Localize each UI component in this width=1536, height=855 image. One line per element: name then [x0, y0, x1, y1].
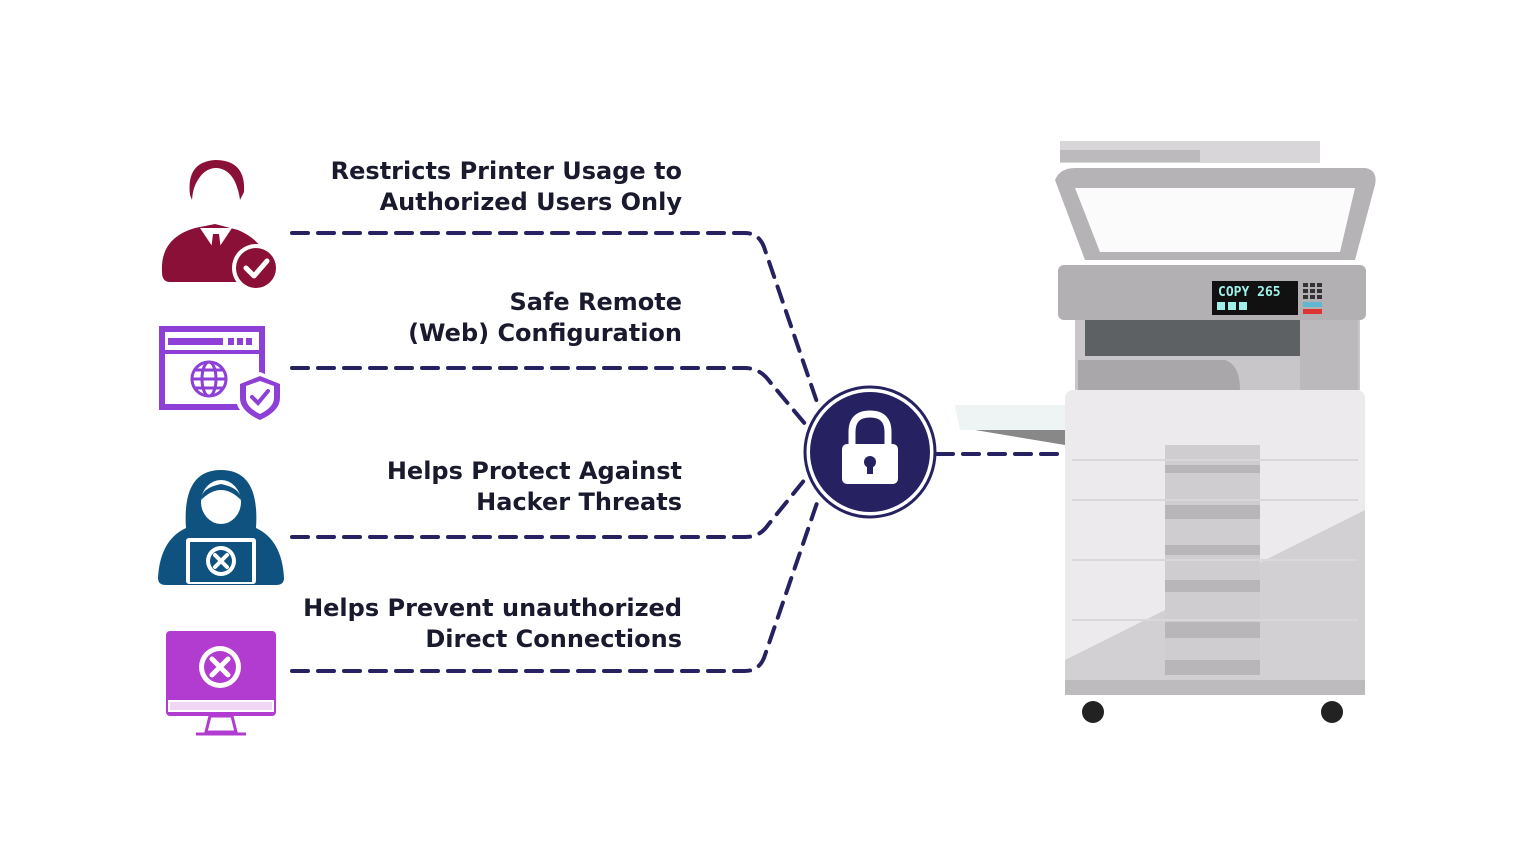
- label-line: Hacker Threats: [476, 488, 682, 516]
- feature-label-2: Safe Remote (Web) Configuration: [408, 288, 682, 347]
- printer-icon: COPY 265: [955, 141, 1376, 723]
- connector-1: [290, 231, 820, 407]
- monitor-blocked-icon: [166, 631, 276, 736]
- hacker-icon: [158, 470, 284, 585]
- feature-label-3: Helps Protect Against Hacker Threats: [387, 457, 682, 516]
- label-line: Helps Prevent unauthorized: [303, 594, 682, 622]
- feature-label-4: Helps Prevent unauthorized Direct Connec…: [303, 594, 682, 653]
- web-shield-icon: [159, 326, 284, 424]
- lock-icon: [803, 385, 937, 519]
- label-line: (Web) Configuration: [408, 319, 682, 347]
- label-line: Restricts Printer Usage to: [331, 157, 682, 185]
- label-line: Direct Connections: [425, 625, 682, 653]
- user-check-icon: [161, 160, 280, 292]
- label-line: Safe Remote: [509, 288, 682, 316]
- connector-2: [290, 366, 808, 427]
- connector-3: [290, 476, 808, 539]
- connectors: [290, 231, 1067, 673]
- connector-4: [290, 498, 820, 673]
- printer-display-text: COPY 265: [1218, 285, 1281, 300]
- feature-label-1: Restricts Printer Usage to Authorized Us…: [331, 157, 683, 216]
- label-line: Helps Protect Against: [387, 457, 682, 485]
- label-line: Authorized Users Only: [380, 188, 683, 216]
